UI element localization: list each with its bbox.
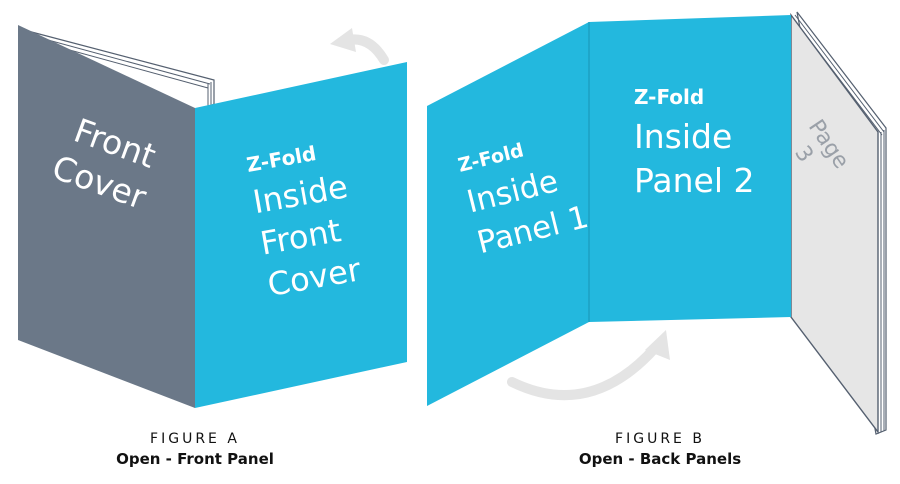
inside-panel-2-line-1: Inside bbox=[634, 117, 732, 156]
figure-a: Front Cover Z-Fold Inside Front Cover bbox=[18, 25, 407, 408]
inside-panel-2 bbox=[589, 15, 791, 322]
front-cover-panel bbox=[18, 25, 195, 408]
curved-arrow-b-icon bbox=[507, 330, 670, 401]
curved-arrow-a-icon bbox=[330, 28, 389, 65]
figure-a-label: FIGURE A bbox=[150, 431, 240, 447]
z-fold-heading-b2: Z-Fold bbox=[634, 85, 704, 109]
figure-a-caption: FIGURE A Open - Front Panel bbox=[80, 431, 310, 468]
figure-b-title: Open - Back Panels bbox=[578, 450, 742, 468]
page-3-panel bbox=[790, 12, 879, 435]
figure-b-caption: FIGURE B Open - Back Panels bbox=[540, 431, 780, 468]
figure-b: Z-Fold Inside Panel 1 Z-Fold Inside Pane… bbox=[427, 11, 887, 435]
inside-panel-2-line-2: Panel 2 bbox=[634, 161, 755, 200]
figure-a-title: Open - Front Panel bbox=[116, 450, 274, 468]
inside-panel-1 bbox=[427, 22, 589, 406]
inside-panel-2-text: Z-Fold Inside Panel 2 bbox=[634, 85, 755, 200]
figure-b-label: FIGURE B bbox=[615, 431, 705, 447]
inside-front-cover-panel bbox=[195, 62, 407, 408]
